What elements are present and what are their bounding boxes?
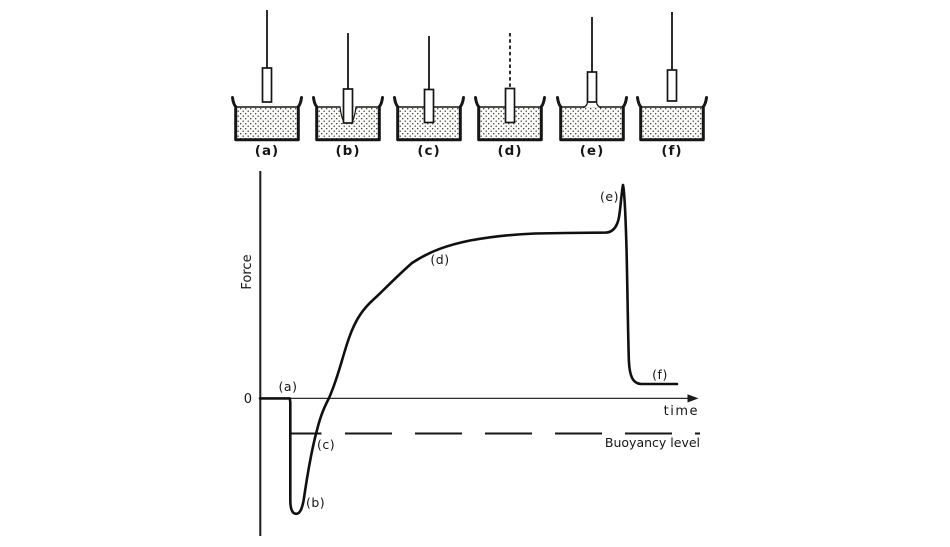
- stage-label-a: (a): [255, 143, 279, 159]
- time-axis-arrow-icon: [687, 394, 699, 403]
- stage-label-c: (c): [417, 143, 440, 159]
- probe-plate: [342, 88, 354, 124]
- stage-e-figure: (e): [556, 17, 628, 159]
- force-axis-label: Force: [240, 254, 255, 289]
- stage-b-figure: (b): [312, 33, 384, 159]
- curve-point-label-b: (b): [306, 495, 325, 510]
- force-time-curve: [258, 183, 679, 516]
- probe-plate: [586, 71, 598, 103]
- origin-zero-label: 0: [244, 392, 252, 407]
- curve-point-label-e: (e): [600, 189, 619, 204]
- time-axis-label: time: [664, 404, 699, 419]
- curve-point-label-d: (d): [430, 252, 449, 267]
- stage-label-f: (f): [661, 143, 682, 159]
- stage-label-d: (d): [497, 143, 522, 159]
- liquid-vessel: [231, 96, 303, 142]
- probe-plate: [261, 67, 273, 103]
- curve-point-label-f: (f): [652, 367, 668, 382]
- probe-plate: [423, 88, 435, 124]
- probe-plate: [666, 69, 678, 102]
- buoyancy-level-label: Buoyancy level: [605, 435, 700, 450]
- stage-label-e: (e): [580, 143, 605, 159]
- stage-c-figure: (c): [393, 36, 465, 159]
- stage-d-figure: (d): [474, 33, 546, 159]
- curve-point-label-a: (a): [279, 379, 298, 394]
- stage-f-figure: (f): [636, 12, 708, 159]
- curve-point-label-c: (c): [317, 437, 335, 452]
- stage-label-b: (b): [335, 143, 360, 159]
- liquid-vessel: [636, 96, 708, 142]
- stage-a-figure: (a): [231, 10, 303, 159]
- probe-plate: [504, 87, 516, 124]
- force-time-graph: Force 0 time Buoyancy level (a) (b) (c) …: [240, 171, 700, 536]
